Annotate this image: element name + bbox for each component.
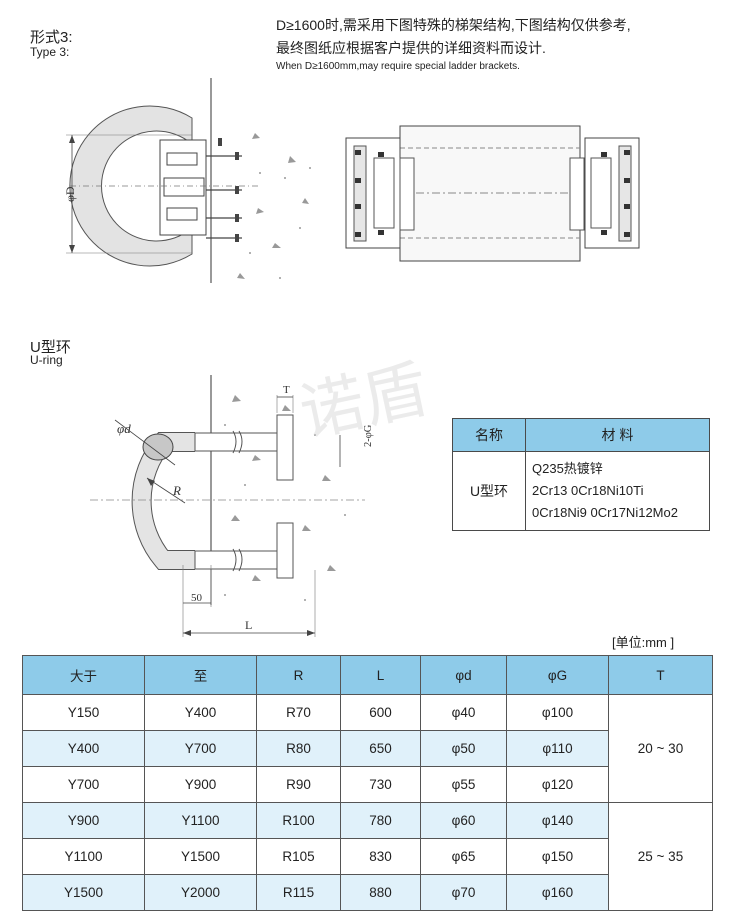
label-R: R: [172, 483, 181, 498]
table-cell: R80: [256, 730, 341, 767]
bracket-front-view-drawing: [345, 125, 640, 262]
label-phi-D: φD: [63, 186, 77, 202]
note-line-2: 最终图纸应根据客户提供的详细资料而设计.: [276, 40, 546, 56]
label-fifty: 50: [191, 592, 203, 604]
table-cell: 880: [340, 874, 421, 911]
material-line: 2Cr13 0Cr18Ni10Ti: [532, 483, 644, 498]
table-cell: Y900: [22, 802, 145, 839]
col-header: φd: [420, 655, 507, 695]
table-row: Y700 Y900 R90 730 φ55 φ120: [22, 766, 713, 803]
label-T: T: [283, 384, 290, 396]
table-cell: Y1100: [22, 838, 145, 875]
table-header-row: 大于 至 R L φd φG T: [22, 655, 713, 695]
col-header: L: [340, 655, 421, 695]
table-cell: Y1100: [144, 802, 257, 839]
table-cell: φ60: [420, 802, 507, 839]
col-header: T: [608, 655, 713, 695]
label-L: L: [245, 618, 252, 632]
uring-title-zh: U型环: [30, 339, 71, 356]
ring-side-view-drawing: φD: [63, 78, 311, 283]
material-list: Q235热镀锌 2Cr13 0Cr18Ni10Ti 0Cr18Ni9 0Cr17…: [525, 451, 710, 531]
table-cell: R115: [256, 874, 341, 911]
label-phi-d: φd: [117, 421, 131, 436]
material-header-name: 名称: [452, 418, 526, 452]
note-line-3: When D≥1600mm,may require special ladder…: [276, 61, 520, 72]
material-line: Q235热镀锌: [532, 461, 603, 476]
table-cell: R90: [256, 766, 341, 803]
table-cell: φ70: [420, 874, 507, 911]
table-cell: φ150: [506, 838, 609, 875]
uring-title-en: U-ring: [30, 353, 63, 367]
material-header-material: 材 料: [525, 418, 710, 452]
table-cell: φ140: [506, 802, 609, 839]
table-cell-t: 25 ~ 35: [608, 802, 713, 911]
table-cell: Y700: [144, 730, 257, 767]
note-line-1: D≥1600时,需采用下图特殊的梯架结构,下图结构仅供参考,: [276, 17, 631, 33]
table-cell: φ160: [506, 874, 609, 911]
label-2-phi-G: 2-φG: [363, 424, 374, 447]
col-header: 至: [144, 655, 257, 695]
table-cell: 780: [340, 802, 421, 839]
table-cell: φ100: [506, 694, 609, 731]
table-cell: R100: [256, 802, 341, 839]
table-cell: Y1500: [144, 838, 257, 875]
table-cell: Y1500: [22, 874, 145, 911]
table-row: Y900 Y1100 R100 780 φ60 φ140 25 ~ 35: [22, 802, 713, 911]
table-cell: R70: [256, 694, 341, 731]
table-cell: φ110: [506, 730, 609, 767]
table-cell: Y400: [22, 730, 145, 767]
table-cell: Y900: [144, 766, 257, 803]
material-name: U型环: [452, 451, 526, 531]
col-header: φG: [506, 655, 609, 695]
table-cell: φ55: [420, 766, 507, 803]
form-title-en: Type 3:: [30, 45, 70, 59]
table-row: Y400 Y700 R80 650 φ50 φ110: [22, 730, 713, 767]
table-cell: φ65: [420, 838, 507, 875]
material-line: 0Cr18Ni9 0Cr17Ni12Mo2: [532, 505, 678, 520]
table-cell: φ50: [420, 730, 507, 767]
table-cell: Y2000: [144, 874, 257, 911]
table-cell: 600: [340, 694, 421, 731]
table-cell: φ120: [506, 766, 609, 803]
unit-label: [单位:mm ]: [612, 635, 675, 650]
form-title-zh: 形式3:: [30, 29, 73, 46]
spec-table: 大于 至 R L φd φG T Y150 Y400 R70 600 φ40 φ…: [22, 655, 713, 911]
table-row: Y150 Y400 R70 600 φ40 φ100 20 ~ 30: [22, 694, 713, 803]
col-header: 大于: [22, 655, 145, 695]
table-cell: 730: [340, 766, 421, 803]
table-cell-t: 20 ~ 30: [608, 694, 713, 803]
material-table: 名称 材 料 U型环 Q235热镀锌 2Cr13 0Cr18Ni10Ti 0Cr…: [452, 418, 710, 531]
table-cell: Y150: [22, 694, 145, 731]
table-cell: 650: [340, 730, 421, 767]
watermark: 诺盾: [293, 352, 435, 452]
table-cell: R105: [256, 838, 341, 875]
table-cell: 830: [340, 838, 421, 875]
table-row: Y1500 Y2000 R115 880 φ70 φ160: [22, 874, 713, 911]
table-cell: φ40: [420, 694, 507, 731]
table-cell: Y700: [22, 766, 145, 803]
u-ring-drawing: φd R T 2-φG 50 L: [90, 375, 374, 637]
col-header: R: [256, 655, 341, 695]
table-cell: Y400: [144, 694, 257, 731]
